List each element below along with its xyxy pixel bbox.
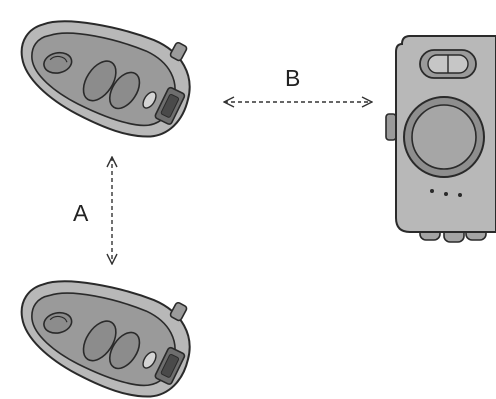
remote-fob-top: [11, 13, 198, 144]
indicator-dot: [458, 193, 462, 197]
remote-fob-bottom: [11, 273, 198, 399]
base-unit: [385, 35, 496, 243]
label-b: B: [285, 65, 300, 91]
indicator-dot: [444, 192, 448, 196]
indicator-dot: [430, 189, 434, 193]
label-a: A: [73, 200, 89, 226]
